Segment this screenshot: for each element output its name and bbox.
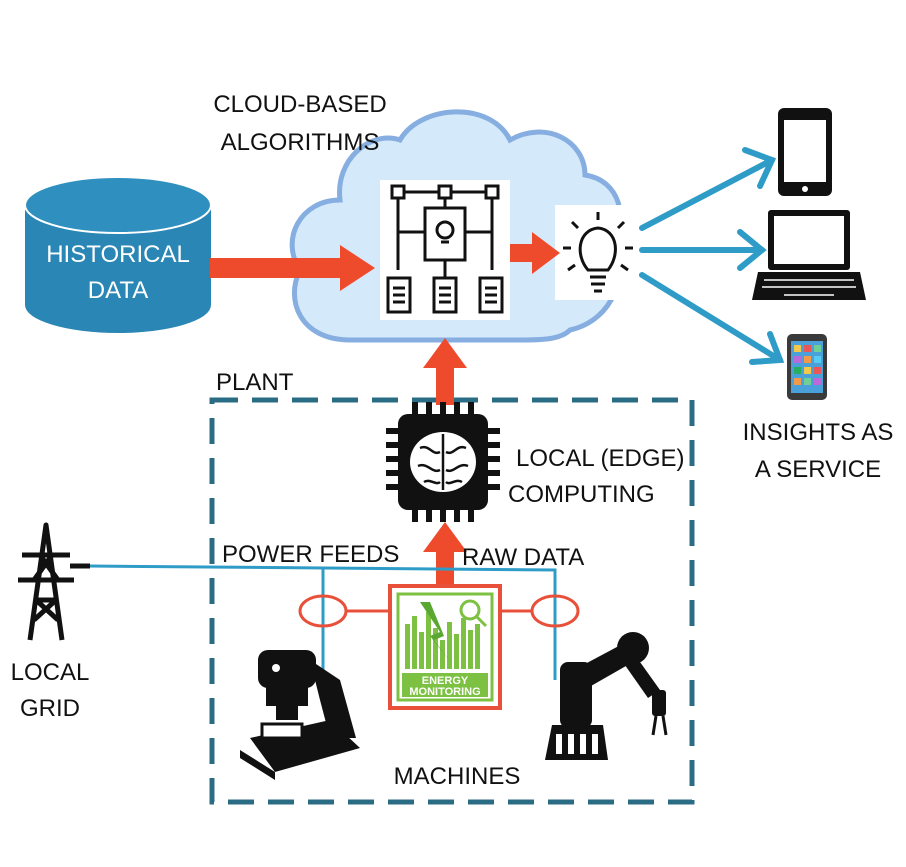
- energy-monitoring-label-line1: ENERGY: [422, 675, 469, 687]
- energy-monitoring-label-line2: MONITORING: [409, 686, 480, 698]
- arrow-algorithm-to-insight: [510, 232, 560, 274]
- arrow-historical-to-cloud: [210, 245, 375, 291]
- algorithm-flowchart-icon: [380, 180, 510, 320]
- historical-data-label-line1: HISTORICAL: [46, 241, 190, 268]
- edge-chip-brain-icon: [386, 402, 500, 522]
- arrow-edge-to-cloud: [423, 338, 467, 405]
- local-grid-label-line2: GRID: [20, 695, 80, 722]
- power-feed-lines: [89, 564, 557, 680]
- machines-label: MACHINES: [394, 763, 521, 790]
- plant-label: PLANT: [216, 369, 294, 396]
- historical-data-label-line2: DATA: [88, 277, 148, 304]
- lightbulb-icon: [555, 205, 640, 300]
- colorful-phone-icon: [787, 334, 827, 400]
- cloud-label-line1: CLOUD-BASED: [213, 91, 386, 118]
- raw-data-label: RAW DATA: [462, 544, 584, 571]
- laptop-icon: [752, 210, 866, 300]
- robot-arm-icon: [545, 632, 668, 760]
- edge-label-line2: COMPUTING: [508, 481, 655, 508]
- power-feeds-label: POWER FEEDS: [222, 541, 399, 568]
- cloud-label-line2: ALGORITHMS: [221, 129, 380, 156]
- local-grid-label-line1: LOCAL: [11, 659, 90, 686]
- cnc-machine-icon: [240, 650, 360, 780]
- insight-arrows: [639, 147, 785, 365]
- energy-monitoring-icon: [388, 584, 502, 710]
- smartphone-icon: [778, 108, 832, 196]
- database-icon: [24, 176, 212, 333]
- power-tower-icon: [18, 522, 90, 641]
- current-sensors: [298, 594, 580, 628]
- edge-label-line1: LOCAL (EDGE): [516, 445, 684, 472]
- insights-label-line1: INSIGHTS AS: [743, 419, 894, 446]
- arrow-monitor-to-edge: [423, 522, 467, 588]
- insights-label-line2: A SERVICE: [755, 456, 881, 483]
